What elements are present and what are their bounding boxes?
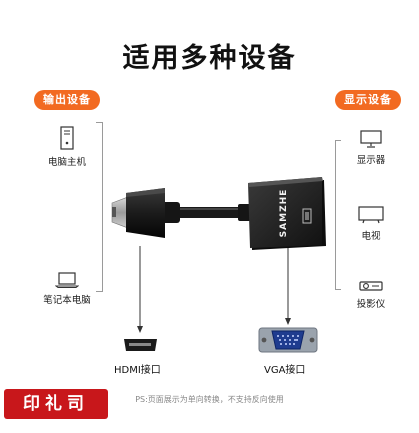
adapter-brand-text: SAMZHE xyxy=(279,188,289,238)
device-label-tv: 电视 xyxy=(361,231,381,242)
monitor-icon xyxy=(360,130,382,148)
vga-port-label: VGA接口 xyxy=(264,365,306,376)
hdmi-port-label: HDMI接口 xyxy=(114,365,161,376)
watermark-seal: 印礼司 xyxy=(4,389,108,419)
tv-icon xyxy=(358,206,384,224)
cable xyxy=(172,207,254,218)
device-monitor: 显示器 xyxy=(346,130,396,166)
hdmi-plug xyxy=(111,188,165,238)
page-title: 适用多种设备 xyxy=(122,43,297,74)
device-label-pc: 电脑主机 xyxy=(47,157,86,168)
output-devices-badge: 输出设备 xyxy=(34,90,100,110)
device-label-laptop: 笔记本电脑 xyxy=(43,295,91,306)
adapter-box xyxy=(248,177,326,250)
right-bracket-top xyxy=(335,140,341,141)
pc-tower-icon xyxy=(60,126,74,150)
left-bracket-line xyxy=(102,122,103,292)
display-devices-badge: 显示设备 xyxy=(335,90,401,110)
hdmi-port-icon xyxy=(124,339,157,351)
projector-icon xyxy=(359,281,383,291)
usage-note: PS:页面展示为单向转换，不支持反向使用 xyxy=(135,395,284,404)
right-bracket-line xyxy=(335,140,336,290)
left-bracket-bottom xyxy=(96,291,102,292)
device-tv: 电视 xyxy=(346,206,396,242)
device-laptop: 笔记本电脑 xyxy=(36,272,98,306)
device-label-projector: 投影仪 xyxy=(356,299,386,310)
hdmi-arrow xyxy=(137,246,143,333)
device-projector: 投影仪 xyxy=(346,280,396,310)
left-bracket-top xyxy=(96,122,102,123)
device-pc-tower: 电脑主机 xyxy=(40,126,94,168)
right-bracket-bottom xyxy=(335,289,341,290)
vga-arrow xyxy=(285,248,291,325)
vga-port-icon xyxy=(258,327,318,353)
laptop-icon xyxy=(55,272,79,288)
device-label-monitor: 显示器 xyxy=(356,155,386,166)
